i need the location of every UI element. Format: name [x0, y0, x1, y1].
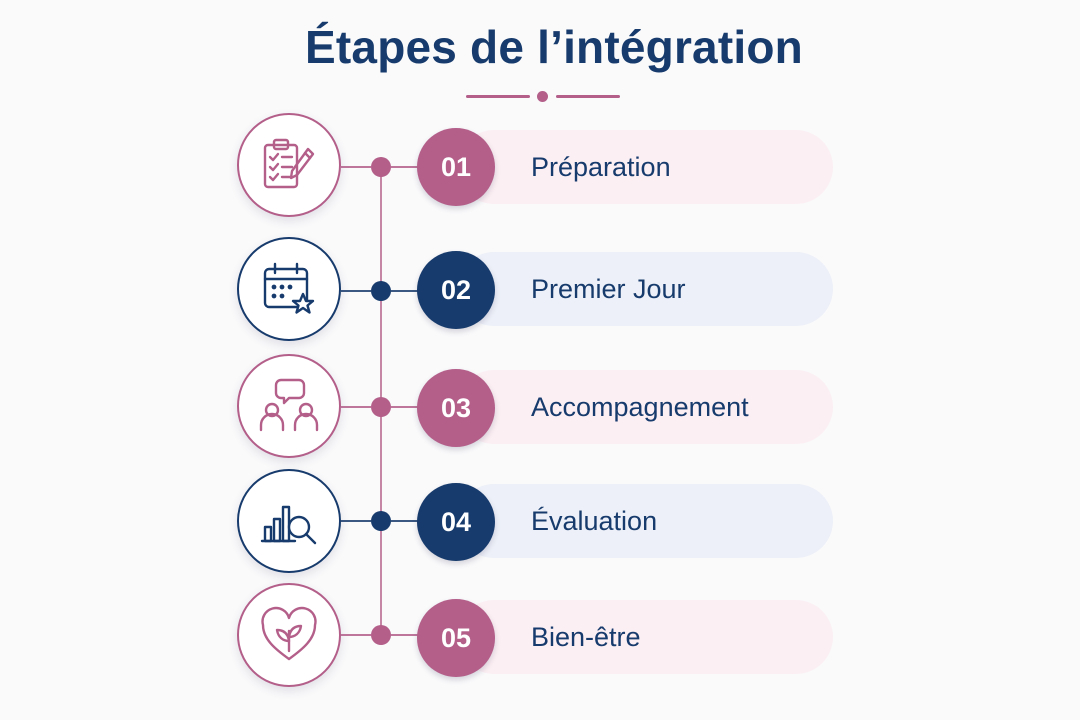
heart-sprout-icon — [237, 583, 341, 687]
step-pill — [457, 252, 833, 326]
timeline-node — [371, 157, 391, 177]
step-pill — [457, 130, 833, 204]
step-premier-jour: Premier Jour 02 — [0, 237, 1080, 347]
step-label: Premier Jour — [531, 274, 686, 304]
people-chat-bubble-icon — [237, 354, 341, 458]
step-label: Accompagnement — [531, 392, 749, 422]
timeline-node — [371, 281, 391, 301]
connector-line — [341, 520, 371, 522]
step-evaluation: Évaluation 04 — [0, 469, 1080, 579]
timeline-node — [371, 511, 391, 531]
step-number-badge: 01 — [417, 128, 495, 206]
step-label: Préparation — [531, 152, 671, 182]
connector-line — [341, 634, 371, 636]
timeline-node — [371, 397, 391, 417]
timeline-node — [371, 625, 391, 645]
step-number-badge: 05 — [417, 599, 495, 677]
step-bien-etre: Bien-être 05 — [0, 583, 1080, 693]
step-preparation: Préparation 01 — [0, 113, 1080, 223]
calendar-star-icon — [237, 237, 341, 341]
title-divider — [466, 90, 622, 104]
step-pill — [457, 600, 833, 674]
step-pill — [457, 484, 833, 558]
connector-line — [391, 406, 419, 408]
step-label: Évaluation — [531, 506, 658, 536]
step-accompagnement: Accompagnement 03 — [0, 354, 1080, 464]
step-label: Bien-être — [531, 622, 641, 652]
connector-line — [341, 166, 371, 168]
step-number-badge: 02 — [417, 251, 495, 329]
connector-line — [341, 406, 371, 408]
connector-line — [391, 634, 419, 636]
connector-line — [391, 290, 419, 292]
divider-dot — [537, 91, 548, 102]
connector-line — [391, 166, 419, 168]
step-number-badge: 04 — [417, 483, 495, 561]
clipboard-checklist-pencil-icon — [237, 113, 341, 217]
divider-line-left — [466, 95, 530, 98]
step-number-badge: 03 — [417, 369, 495, 447]
step-pill — [457, 370, 833, 444]
bar-chart-magnifier-icon — [237, 469, 341, 573]
connector-line — [391, 520, 419, 522]
connector-line — [341, 290, 371, 292]
page-title: Étapes de l’intégration — [305, 21, 803, 73]
divider-line-right — [556, 95, 620, 98]
